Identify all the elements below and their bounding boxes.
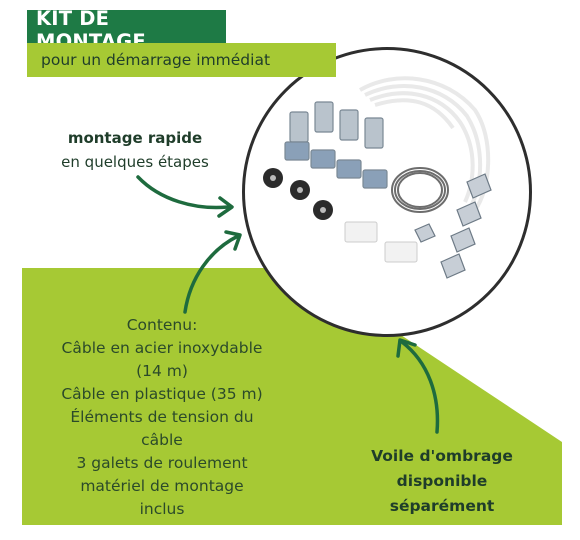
pulley-icon xyxy=(263,168,333,220)
contents-line: Contenu: xyxy=(126,316,198,334)
plate-icon xyxy=(344,221,418,263)
shade-sail-note: Voile d'ombrage disponible séparément xyxy=(352,444,532,519)
quick-mount-text: en quelques étapes xyxy=(61,153,209,171)
quick-mount-note: montage rapide en quelques étapes xyxy=(40,126,230,174)
product-photo xyxy=(242,47,532,337)
arrow-up-left-icon xyxy=(400,340,440,434)
bracket-icon xyxy=(284,101,388,189)
contents-line: Câble en plastique (35 m) xyxy=(61,385,263,403)
quick-mount-heading: montage rapide xyxy=(67,129,203,147)
lime-diagonal-shape xyxy=(22,268,562,525)
contents-line: Câble en acier inoxydable xyxy=(61,339,263,357)
page-subtitle: pour un démarrage immédiat xyxy=(27,43,336,77)
tensioner-icon xyxy=(414,173,492,279)
contents-line: Éléments de tension du xyxy=(70,408,254,426)
mounting-kit-illustration xyxy=(263,76,492,279)
steel-cable-icon xyxy=(391,167,449,213)
arrowhead-up-icon xyxy=(224,230,242,251)
arrowhead-right-icon xyxy=(217,196,234,218)
shade-sail-line: séparément xyxy=(389,497,495,515)
contents-line: (14 m) xyxy=(136,362,188,380)
contents-line: matériel de montage xyxy=(80,477,244,495)
arrow-right-icon xyxy=(136,175,230,210)
shade-sail-line: disponible xyxy=(396,472,488,490)
contents-line: 3 galets de roulement xyxy=(76,454,248,472)
shade-sail-line: Voile d'ombrage xyxy=(371,447,513,465)
contents-list: Contenu: Câble en acier inoxydable (14 m… xyxy=(32,314,292,521)
arrow-up-icon xyxy=(183,234,240,314)
arrowhead-up-left-icon xyxy=(396,338,417,358)
contents-line: inclus xyxy=(139,500,185,518)
contents-line: câble xyxy=(141,431,183,449)
